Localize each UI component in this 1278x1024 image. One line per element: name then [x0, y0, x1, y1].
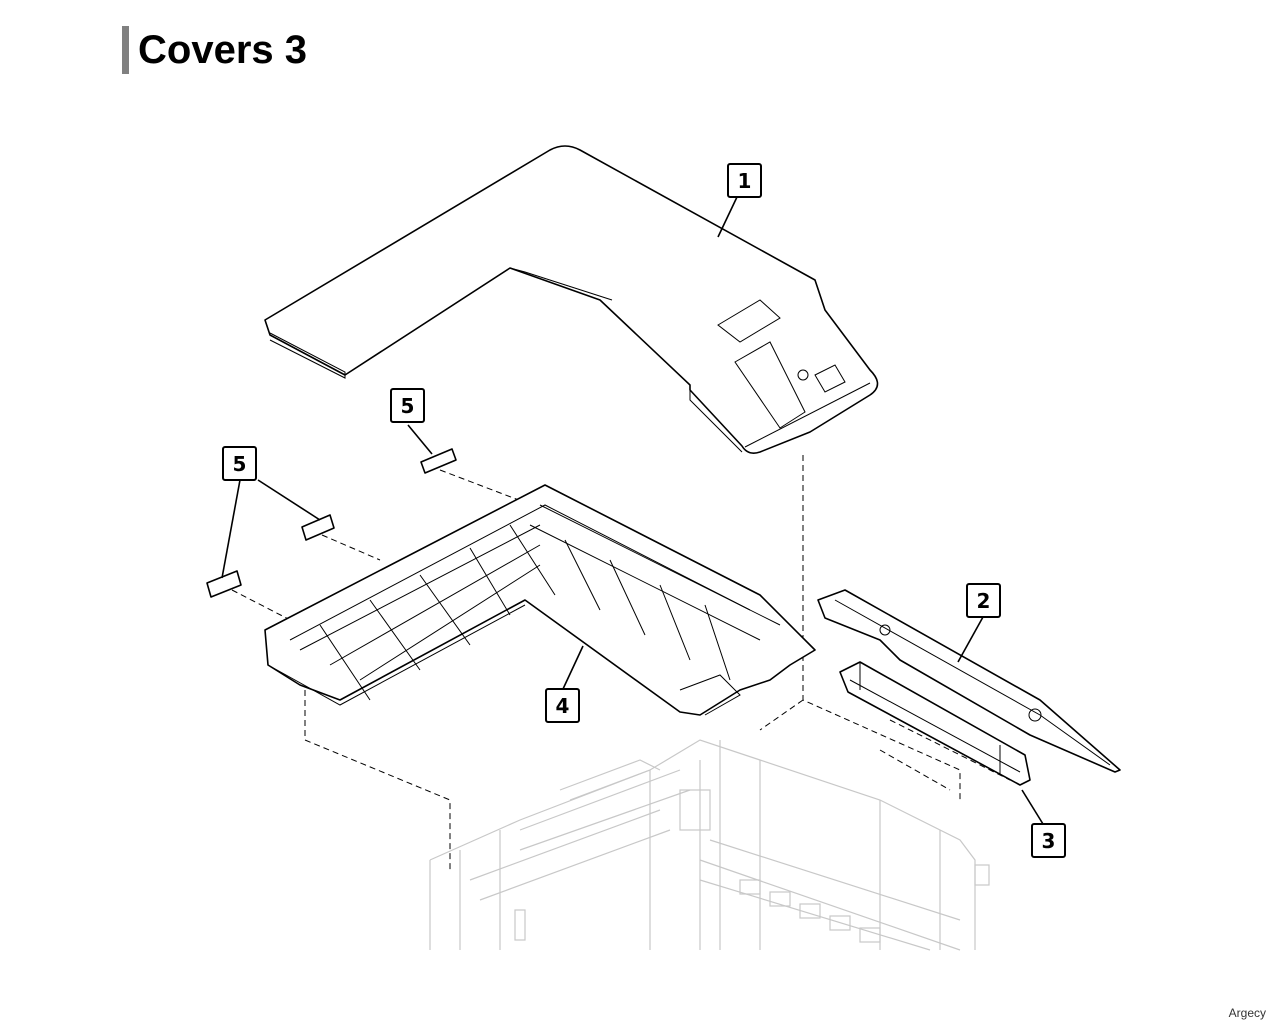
callout-2-label: 2	[977, 589, 991, 613]
callout-leaders	[221, 196, 1044, 825]
callout-4-label: 4	[556, 694, 570, 718]
callout-5b-label: 5	[233, 452, 247, 476]
title-accent-bar	[122, 26, 129, 74]
part-lower-rail	[839, 661, 1031, 786]
printer-frame-ghost	[429, 739, 990, 951]
part-side-rail	[817, 589, 1121, 773]
part-clip-5a	[420, 448, 457, 474]
callout-2: 2	[966, 583, 1001, 618]
callout-5a-label: 5	[401, 394, 415, 418]
callout-3: 3	[1031, 823, 1066, 858]
callout-3-label: 3	[1042, 829, 1056, 853]
part-clip-5b	[301, 514, 335, 541]
callout-5a: 5	[390, 388, 425, 423]
part-clip-5c	[206, 570, 242, 598]
part-top-cover	[264, 145, 879, 454]
callout-1: 1	[727, 163, 762, 198]
callout-4: 4	[545, 688, 580, 723]
page-title: Covers 3	[138, 28, 307, 72]
callout-1-label: 1	[738, 169, 752, 193]
part-tray-frame	[264, 484, 816, 716]
watermark: Argecy	[1228, 1006, 1266, 1020]
callout-5b: 5	[222, 446, 257, 481]
